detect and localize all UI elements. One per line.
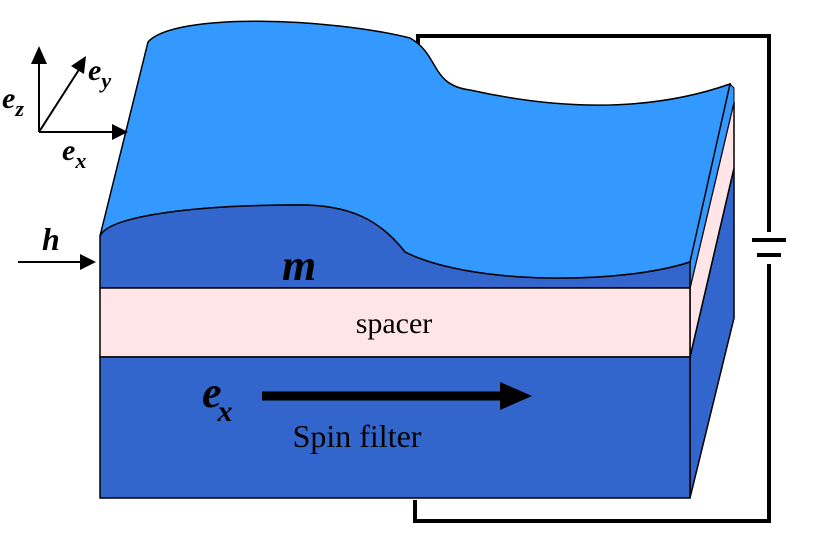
- spin-filter-layer: [99, 356, 691, 499]
- circuit-wire-bottom: [413, 264, 771, 523]
- ez-label: ez: [2, 82, 24, 121]
- field-arrow: [18, 254, 96, 270]
- magnetization-label: m: [282, 241, 316, 290]
- spin-filter-label: Spin filter: [293, 418, 422, 454]
- battery-icon: [752, 238, 786, 257]
- spacer-label: spacer: [356, 307, 433, 340]
- ey-label: ey: [88, 54, 111, 93]
- free-layer-front-face: [99, 204, 691, 289]
- spacer-layer: [99, 287, 691, 358]
- filter-polarization-label: ex: [202, 368, 233, 428]
- field-label: h: [42, 221, 60, 257]
- polarization-arrow: [262, 382, 532, 410]
- axes-icon: [31, 46, 128, 140]
- ex-label: ex: [62, 134, 86, 173]
